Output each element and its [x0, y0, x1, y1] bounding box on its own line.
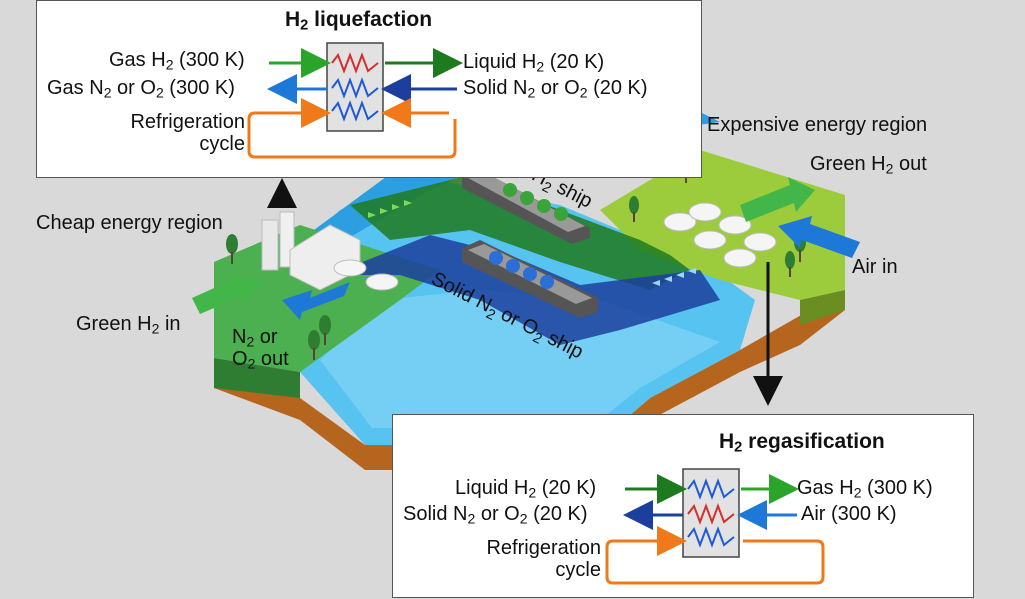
refrigeration-loop-2 [605, 526, 825, 585]
reg-in1-label: Liquid H2 (20 K) [455, 477, 597, 501]
liquefaction-title: H2 liquefaction [285, 8, 433, 34]
storage-tank-2 [365, 273, 399, 291]
solid-n2-ship [462, 240, 598, 318]
right-tank-2 [688, 202, 722, 222]
coil-red [331, 52, 379, 74]
n2-out-arrow [282, 282, 350, 320]
reg-cycle-label: Refrigeration cycle [486, 537, 601, 581]
n2-out-label: N2 or O2 out [232, 326, 289, 372]
landscape [192, 105, 860, 470]
regasification-box: H2 regasification Liquid H2 (20 K) Solid… [392, 414, 974, 598]
cheap-region-label: Cheap energy region [36, 212, 223, 234]
liq-in1-label: Gas H2 (300 K) [109, 49, 245, 73]
tank-tall [261, 219, 279, 271]
coil-red-mid [687, 503, 735, 525]
reg-out1-label: Gas H2 (300 K) [797, 477, 933, 501]
coil-blue-bottom [687, 526, 735, 548]
liq-out2-label: Solid N2 or O2 (20 K) [463, 77, 648, 101]
liq-cycle-label: Refrigeration cycle [130, 111, 245, 155]
liquid-h2-channel [350, 175, 690, 290]
air-in-arrow [778, 216, 860, 258]
regasification-flows [605, 468, 825, 585]
coil-blue-2 [331, 100, 379, 122]
liquefaction-flows [247, 42, 463, 159]
expensive-region-label: Expensive energy region [707, 114, 928, 136]
refrigeration-loop-1 [247, 98, 457, 159]
liquefaction-box: H2 liquefaction Gas H2 (300 K) Gas N2 or… [36, 0, 702, 178]
coil-blue-1 [331, 77, 379, 99]
right-tank-4 [693, 230, 727, 250]
green-chevrons [368, 200, 412, 218]
green-in-label: Green H2 in [76, 313, 181, 337]
right-tank-5 [743, 232, 777, 252]
green-in-arrow [192, 272, 262, 314]
reg-in2-label: Solid N2 or O2 (20 K) [403, 503, 588, 527]
expensive-land-side [800, 290, 845, 325]
storage-tank-1 [333, 259, 367, 277]
regasification-title: H2 regasification [719, 430, 885, 456]
liq-out1-label: Liquid H2 (20 K) [463, 51, 605, 75]
right-tank-3 [718, 215, 752, 235]
air-in-label: Air in [852, 256, 898, 278]
green-out-arrow [740, 177, 815, 222]
liquid-h2-ship [462, 170, 590, 244]
soil-base [214, 290, 845, 470]
right-tank-6 [723, 248, 757, 268]
right-tank-1 [663, 212, 697, 232]
green-out-label: Green H2 out [810, 153, 927, 177]
coil-blue-top [687, 478, 735, 500]
liq-in2-label: Gas N2 or O2 (300 K) [47, 77, 235, 101]
blue-chevrons [652, 268, 696, 286]
reg-out2-label: Air (300 K) [801, 503, 897, 525]
cheap-land-side [214, 358, 300, 398]
